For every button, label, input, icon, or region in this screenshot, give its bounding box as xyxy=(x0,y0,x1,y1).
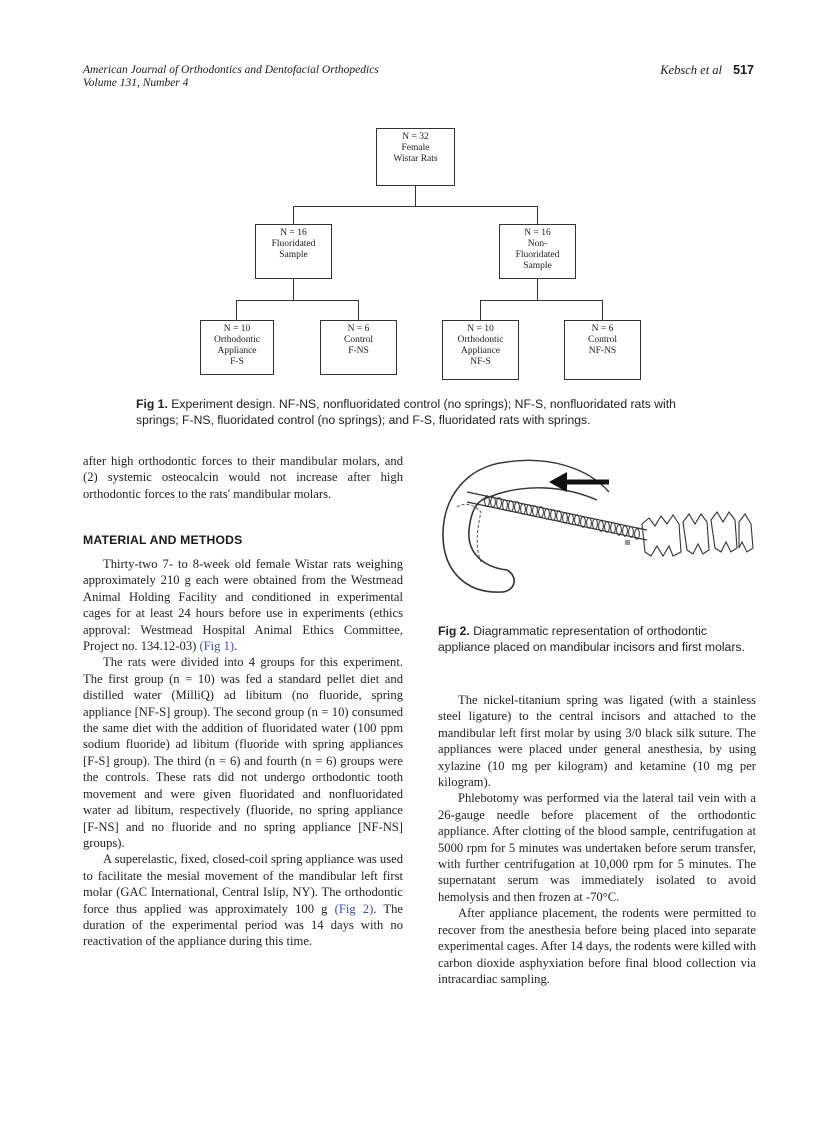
force-arrow-head xyxy=(549,472,567,492)
left-column-intro: after high orthodontic forces to their m… xyxy=(83,453,403,502)
node-text: Female xyxy=(401,143,430,153)
node-text: N = 10 xyxy=(467,324,494,334)
journal-title: American Journal of Orthodontics and Den… xyxy=(83,64,379,76)
connector xyxy=(480,300,481,320)
nonfluoridated-node-box: N = 16 Non- Fluoridated Sample xyxy=(499,224,576,279)
root-node-box: N = 32 Female Wistar Rats xyxy=(376,128,455,186)
node-text: Orthodontic xyxy=(214,335,260,345)
fluoridated-node-box: N = 16 Fluoridated Sample xyxy=(255,224,332,279)
node-text: Appliance xyxy=(217,346,257,356)
journal-volume: Volume 131, Number 4 xyxy=(83,77,189,89)
left-column-body: Thirty-two 7- to 8-week old female Wista… xyxy=(83,556,403,950)
caption-text: Diagrammatic representation of orthodont… xyxy=(438,624,745,654)
node-text: Sample xyxy=(523,261,552,271)
leaf-node-box-fns: N = 6 Control F-NS xyxy=(320,320,397,375)
coil-spring xyxy=(466,491,648,541)
node-text: Appliance xyxy=(460,346,501,356)
node-text: F-NS xyxy=(348,346,369,356)
paragraph-text: A superelastic, fixed, closed-coil sprin… xyxy=(83,852,403,916)
section-heading: MATERIAL AND METHODS xyxy=(83,533,243,547)
node-text: Control xyxy=(343,335,374,345)
methods-paragraph-2: The rats were divided into 4 groups for … xyxy=(83,655,403,850)
node-text: N = 16 xyxy=(524,228,551,238)
incisor-outline xyxy=(456,503,482,563)
node-text: NF-S xyxy=(470,357,491,367)
page-number: 517 xyxy=(733,63,754,77)
node-text: Orthodontic xyxy=(457,335,504,345)
paragraph-text: Thirty-two 7- to 8-week old female Wista… xyxy=(83,557,403,654)
connector xyxy=(293,278,294,300)
leaf-node-box-nfns: N = 6 Control NF-NS xyxy=(564,320,641,380)
leaf-node-box-nfs: N = 10 Orthodontic Appliance NF-S xyxy=(442,320,519,380)
paragraph-text: . xyxy=(234,639,238,654)
connector xyxy=(236,300,237,320)
running-authors: Kebsch et al xyxy=(660,63,723,77)
mandible-outline xyxy=(506,459,610,493)
mandible-outline xyxy=(442,461,515,593)
molar-teeth xyxy=(641,511,754,558)
node-text: N = 6 xyxy=(591,324,614,334)
methods-paragraph-6: After appliance placement, the rodents w… xyxy=(438,906,756,986)
node-text: Fluoridated xyxy=(515,250,560,260)
caption-label: Fig 2. xyxy=(438,624,470,638)
node-text: Fluoridated xyxy=(271,239,316,249)
figure-1-diagram: N = 32 Female Wistar Rats N = 16 Fluorid… xyxy=(180,128,660,383)
connector xyxy=(415,186,416,206)
connector xyxy=(293,206,538,207)
node-text: N = 6 xyxy=(347,324,370,334)
right-column-body: The nickel-titanium spring was ligated (… xyxy=(438,692,756,987)
connector xyxy=(602,300,603,320)
node-text: Control xyxy=(587,335,618,345)
node-text: Non- xyxy=(527,239,548,249)
node-text: N = 10 xyxy=(223,324,251,334)
methods-paragraph-1: Thirty-two 7- to 8-week old female Wista… xyxy=(83,556,403,654)
node-text: F-S xyxy=(230,357,244,367)
connector xyxy=(480,300,603,301)
mandible-outline xyxy=(488,487,598,501)
node-text: N = 16 xyxy=(280,228,307,238)
fig-1-link[interactable]: (Fig 1) xyxy=(199,639,235,654)
ligature-mark xyxy=(625,540,630,545)
connector xyxy=(293,206,294,225)
caption-label: Fig 1. xyxy=(136,397,168,411)
node-text: Wistar Rats xyxy=(393,154,438,164)
node-text: NF-NS xyxy=(588,346,617,356)
figure-2-illustration xyxy=(442,459,754,593)
intro-paragraph: after high orthodontic forces to their m… xyxy=(83,454,403,501)
connector xyxy=(358,300,359,320)
leaf-node-box-fs: N = 10 Orthodontic Appliance F-S xyxy=(200,320,274,375)
methods-paragraph-3: A superelastic, fixed, closed-coil sprin… xyxy=(83,851,403,949)
paragraph-text: . The duration of the experimental perio… xyxy=(83,901,403,949)
connector xyxy=(236,300,359,301)
connector xyxy=(537,278,538,300)
node-text: N = 32 xyxy=(402,132,429,142)
figure-1-caption: Fig 1. Experiment design. NF-NS, nonfluo… xyxy=(136,396,716,428)
page-header-right: Kebsch et al 517 xyxy=(660,63,754,78)
fig-2-link[interactable]: (Fig 2) xyxy=(334,901,374,916)
methods-paragraph-5: Phlebotomy was performed via the lateral… xyxy=(438,791,756,904)
methods-paragraph-4: The nickel-titanium spring was ligated (… xyxy=(438,693,756,790)
node-text: Sample xyxy=(279,250,308,260)
caption-text: Experiment design. NF-NS, nonfluoridated… xyxy=(136,397,676,427)
journal-header: American Journal of Orthodontics and Den… xyxy=(83,64,379,90)
connector xyxy=(537,206,538,225)
figure-2-caption: Fig 2. Diagrammatic representation of or… xyxy=(438,623,756,655)
